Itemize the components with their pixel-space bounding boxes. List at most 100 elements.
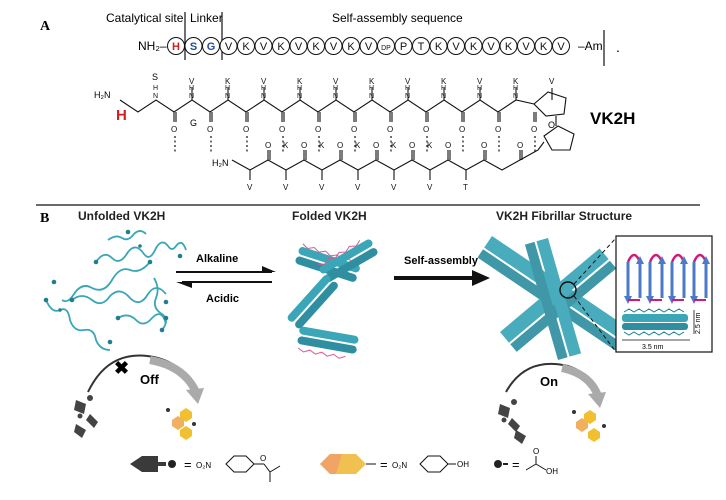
carbonyl-o: O — [423, 125, 429, 134]
carbonyl-o: O — [337, 141, 343, 150]
side-chain-k: K — [427, 141, 433, 150]
residue-label: T — [418, 41, 425, 53]
amide-n: N — [225, 93, 230, 100]
panel-b-letter: B — [40, 211, 49, 226]
h2n-top: H₂N — [94, 90, 111, 100]
amide-n: N — [261, 93, 266, 100]
pnpa-ester-o: O — [260, 454, 266, 463]
side-chain-k: K — [369, 77, 375, 86]
carbonyl-o: O — [207, 125, 213, 134]
pnpa-structure — [225, 455, 281, 482]
residue-label: K — [312, 41, 320, 53]
zoom-line — [573, 295, 617, 353]
unfolded-chains — [45, 241, 187, 351]
residue-label: V — [557, 41, 565, 53]
on-arc-gray — [561, 364, 602, 398]
pnp-ring — [419, 455, 449, 473]
side-chain-v: V — [477, 77, 483, 86]
carbonyl-o: O — [351, 125, 357, 134]
n-terminus: NH₂– — [138, 39, 167, 53]
acetic-o: O — [533, 447, 539, 456]
turn-bond — [537, 141, 545, 151]
fibril-title: VK2H Fibrillar Structure — [496, 209, 632, 223]
side-chain-k: K — [283, 141, 289, 150]
alkaline-label: Alkaline — [196, 253, 238, 265]
panel-a-letter: A — [40, 19, 51, 34]
strand-arrowhead — [636, 256, 644, 264]
strand-arrowhead — [680, 256, 688, 264]
side-chain-k: K — [391, 141, 397, 150]
side-chain-bottom: V — [391, 183, 397, 192]
carbonyl-o: O — [171, 125, 177, 134]
side-chain-k: K — [319, 141, 325, 150]
unfolded-title: Unfolded VK2H — [78, 209, 165, 223]
carbonyl-o: O — [495, 125, 501, 134]
on-arrowhead — [588, 392, 606, 408]
residue-label: V — [487, 41, 495, 53]
reverse-arrowhead — [176, 282, 192, 288]
strand-arrowhead — [658, 256, 666, 264]
carbonyl-o: O — [265, 141, 271, 150]
proline-ring — [543, 125, 575, 151]
off-arc-gray — [149, 356, 200, 394]
structure-label: VK2H — [590, 109, 635, 128]
side-chain-bottom: V — [355, 183, 361, 192]
forward-arrowhead — [262, 266, 276, 272]
glycine-g-label: G — [190, 118, 197, 128]
legend-substrate — [130, 456, 176, 472]
amide-h: H — [405, 85, 410, 92]
hairpin-structure — [119, 88, 575, 180]
side-chain-k: K — [513, 77, 519, 86]
amide-n: N — [297, 93, 302, 100]
legend-eq-2: = — [380, 457, 388, 472]
residue-label: P — [400, 41, 407, 53]
carbonyl-o: O — [279, 125, 285, 134]
side-chain-v: V — [333, 77, 339, 86]
side-chain-k: K — [441, 77, 447, 86]
folded-title: Folded VK2H — [292, 209, 367, 223]
self-assembly-arrowhead — [472, 270, 490, 286]
amide-h: H — [333, 85, 338, 92]
fibril-bundle — [477, 236, 633, 360]
amide-n: N — [369, 93, 374, 100]
amide-h: H — [513, 85, 518, 92]
carbonyl-o: O — [409, 141, 415, 150]
amide-n: N — [477, 93, 482, 100]
side-chain-k: K — [297, 77, 303, 86]
amide-h: H — [189, 85, 194, 92]
residue-label: K — [435, 41, 443, 53]
dim-width-label: 3.5 nm — [642, 344, 664, 351]
amide-h: H — [369, 85, 374, 92]
product-icons-on — [572, 410, 606, 442]
strand-arrowhead — [702, 256, 710, 264]
residue-circle — [552, 37, 570, 55]
off-label: Off — [140, 372, 159, 387]
side-chain-v: V — [549, 77, 555, 86]
residue-label: V — [260, 41, 268, 53]
histidine-h-label: H — [116, 107, 127, 124]
hydrogen-bonds — [174, 136, 536, 154]
residue-label: V — [452, 41, 460, 53]
amide-h: H — [477, 85, 482, 92]
header-linker: Linker — [190, 11, 223, 25]
residue-label: V — [522, 41, 530, 53]
side-chain-bottom: V — [283, 183, 289, 192]
residue-label: V — [295, 41, 303, 53]
sequence-period: . — [616, 39, 620, 55]
legend-product-oh: OH — [457, 460, 469, 469]
acidic-label: Acidic — [206, 293, 239, 305]
top-strand-backbone — [119, 99, 535, 113]
carbonyl-o: O — [531, 125, 537, 134]
carbonyl-o: O — [481, 141, 487, 150]
legend-eq-3: = — [512, 457, 520, 472]
carbonyl-o: O — [459, 125, 465, 134]
side-chain-v: V — [189, 77, 195, 86]
dim-height-label: 2.5 nm — [695, 312, 702, 334]
side-chain-k: K — [225, 77, 231, 86]
legend-eq-1: = — [184, 457, 192, 472]
carbonyl-o: O — [373, 141, 379, 150]
legend-product — [320, 454, 376, 474]
side-chain-bottom: T — [463, 183, 468, 192]
residue-label: V — [330, 41, 338, 53]
